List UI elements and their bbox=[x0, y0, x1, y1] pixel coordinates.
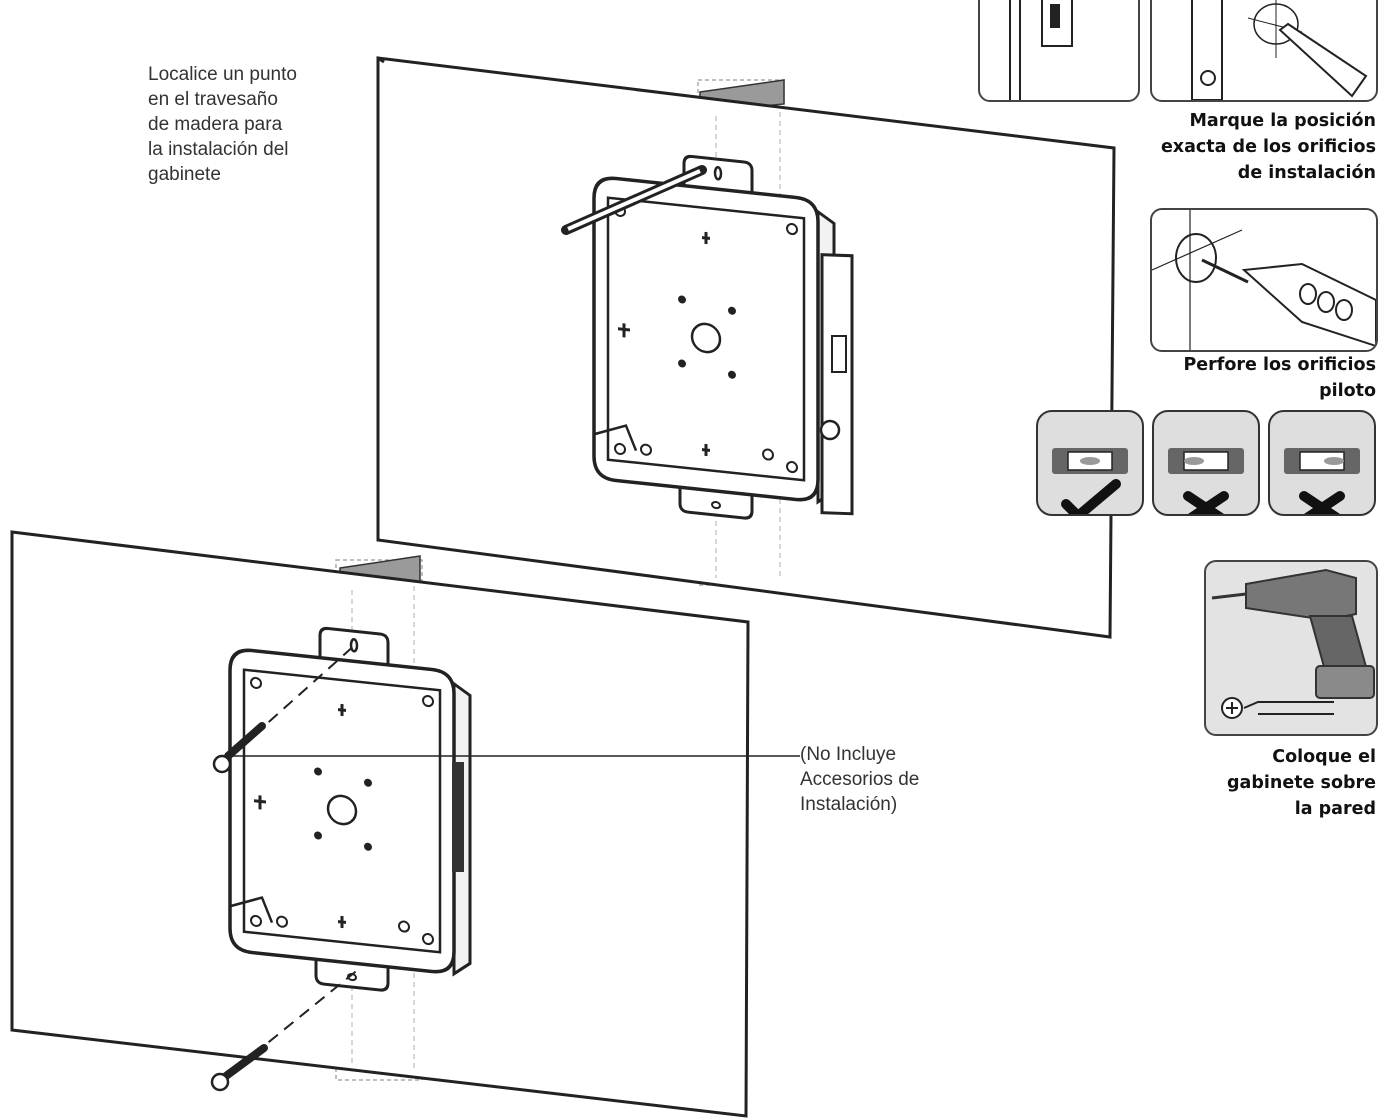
step-mount-caption: Coloque el gabinete sobre la pared bbox=[1227, 747, 1376, 819]
spirit-level-icon bbox=[1052, 448, 1128, 523]
no-hardware-note: (No Incluye Accesorios de Instalación) bbox=[800, 744, 920, 815]
mark-hole-panel bbox=[1150, 0, 1378, 102]
level-check-incorrect-right bbox=[1268, 410, 1376, 525]
upper-wall-scene bbox=[376, 56, 1116, 639]
level-check-incorrect-left bbox=[1152, 410, 1260, 525]
pencil-mark-icon bbox=[1191, 0, 1368, 100]
drill-bit-icon bbox=[1152, 210, 1376, 350]
cross-icon bbox=[1299, 491, 1345, 525]
step-drill-caption: Perfore los orificios piloto bbox=[1183, 355, 1376, 401]
power-drill-icon bbox=[1211, 568, 1375, 719]
locate-stud-note: Localice un punto en el travesaño de mad… bbox=[148, 64, 297, 185]
stud-finder-icon bbox=[1009, 0, 1073, 100]
drill-hole-panel bbox=[1150, 208, 1378, 352]
stud-finder-panel bbox=[978, 0, 1140, 102]
cross-icon bbox=[1183, 491, 1229, 525]
power-drill-panel bbox=[1204, 560, 1378, 736]
check-icon bbox=[1061, 479, 1121, 523]
lower-wall-scene bbox=[10, 530, 800, 1118]
step-mark-caption: Marque la posición exacta de los orifici… bbox=[1160, 111, 1376, 183]
spirit-level-icon bbox=[1168, 448, 1244, 525]
level-check-correct bbox=[1036, 410, 1144, 523]
spirit-level-icon bbox=[1284, 448, 1360, 525]
